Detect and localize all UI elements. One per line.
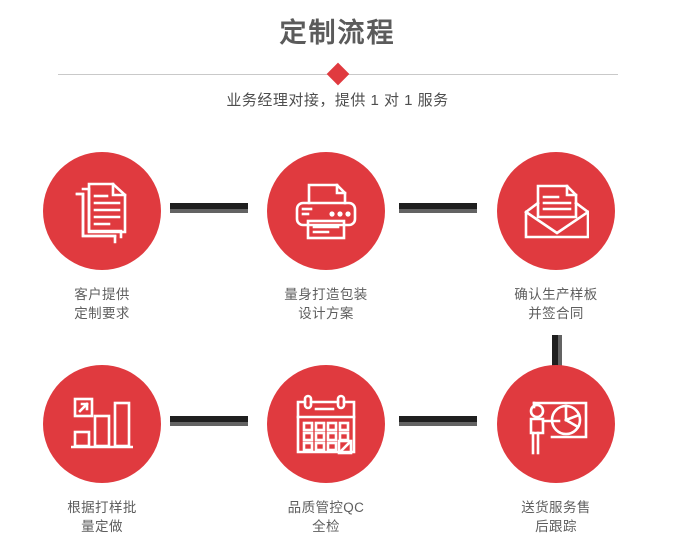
flow-step-1-circle	[43, 152, 161, 270]
flow-step-4-label: 根据打样批 量定做	[67, 500, 137, 534]
flow-step-1[interactable]: 客户提供 定制要求	[12, 152, 192, 323]
flow-step-3-label: 确认生产样板 并签合同	[514, 287, 598, 321]
flow-step-2[interactable]: 量身打造包装 设计方案	[236, 152, 416, 323]
flow-step-6-label: 送货服务售 后跟踪	[521, 500, 591, 534]
flow-step-2-label: 量身打造包装 设计方案	[284, 287, 368, 321]
flow-step-6[interactable]: 送货服务售 后跟踪	[466, 365, 646, 536]
flow-step-5-circle	[267, 365, 385, 483]
flow-step-3-circle	[497, 152, 615, 270]
flow-step-2-circle	[267, 152, 385, 270]
flow-step-1-label: 客户提供 定制要求	[74, 287, 130, 321]
diamond-icon	[326, 62, 350, 86]
connector-step1-step2	[170, 203, 248, 213]
page-title: 定制流程	[279, 18, 396, 48]
printer-icon	[292, 180, 360, 242]
connector-step5-step6	[399, 416, 477, 426]
presentation-person-pie-icon	[522, 393, 590, 455]
divider	[58, 62, 618, 86]
calendar-check-icon	[294, 393, 358, 455]
connector-step3-step6	[552, 335, 562, 375]
flow-step-6-circle	[497, 365, 615, 483]
flow-step-5-label: 品质管控QC 全检	[287, 500, 365, 534]
connector-step2-step3	[399, 203, 477, 213]
envelope-document-icon	[523, 181, 589, 241]
bar-chart-growth-icon	[71, 394, 133, 454]
flow-step-4-circle	[43, 365, 161, 483]
connector-step4-step5	[170, 416, 248, 426]
process-flow: 客户提供 定制要求 量身打造包装 设计方案	[0, 130, 675, 550]
flow-step-5[interactable]: 品质管控QC 全检	[236, 365, 416, 536]
page-subtitle: 业务经理对接，提供 1 对 1 服务	[226, 92, 449, 109]
documents-stack-icon	[69, 178, 135, 244]
flow-step-4[interactable]: 根据打样批 量定做	[12, 365, 192, 536]
flow-step-3[interactable]: 确认生产样板 并签合同	[466, 152, 646, 323]
header-section: 定制流程 业务经理对接，提供 1 对 1 服务	[0, 0, 675, 130]
